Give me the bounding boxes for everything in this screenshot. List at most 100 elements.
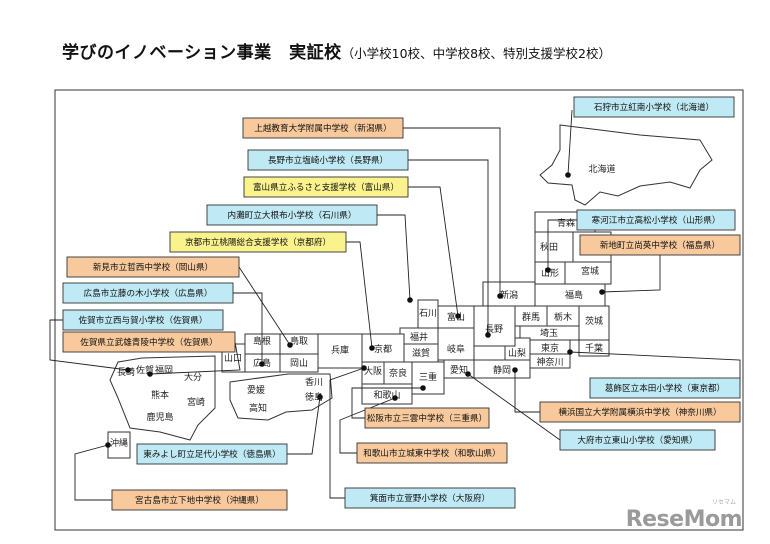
school-box-junior_high — [579, 234, 741, 256]
school-name: 松阪市立三雲中学校（三重県） — [367, 412, 487, 424]
region-chiba — [578, 339, 610, 357]
school-callout-kyoto: 京都市立桃陽総合支援学校（京都府） — [169, 231, 347, 253]
school-box-elementary — [247, 149, 409, 171]
school-box-special_support — [243, 176, 409, 198]
prefecture-label-hokkaido: 北海道 — [588, 163, 615, 175]
school-box-elementary — [206, 204, 378, 226]
prefecture-label-shizuoka: 静岡 — [493, 364, 511, 376]
prefecture-label-nagasaki: 長崎 — [117, 366, 135, 378]
school-marker-katsushika — [567, 349, 573, 355]
school-name: 長野市立塩崎小学校（長野県） — [268, 154, 388, 166]
prefecture-label-okinawa: 沖縄 — [110, 437, 128, 449]
prefecture-label-miyazaki: 宮崎 — [187, 396, 205, 408]
school-box-elementary — [62, 309, 224, 331]
school-name: 京都市立桃陽総合支援学校（京都府） — [185, 236, 331, 248]
school-marker-toyama — [455, 313, 461, 319]
school-marker-hiroshima — [259, 361, 265, 367]
school-name: 新地町立尚英中学校（福島県） — [600, 239, 720, 251]
school-name: 上越教育大学附属中学校（新潟県） — [254, 122, 392, 134]
prefecture-label-kagoshima: 鹿児島 — [146, 411, 173, 423]
school-marker-sagaelem — [125, 367, 131, 373]
prefecture-label-miyagi: 宮城 — [581, 265, 599, 277]
prefecture-label-ehime: 愛媛 — [247, 384, 265, 396]
prefecture-label-nara: 奈良 — [389, 367, 407, 379]
school-name: 箕面市立萱野小学校（大阪府） — [370, 492, 490, 504]
prefecture-label-tokyo: 東京 — [541, 342, 559, 354]
school-marker-joetsu — [497, 293, 503, 299]
callout-line-shinchi — [601, 255, 661, 293]
school-callout-wakayama: 和歌山市立城東中学校（和歌山県） — [356, 442, 508, 464]
school-name: 宮古島市立下地中学校（沖縄県） — [135, 494, 264, 506]
prefecture-label-hyogo: 兵庫 — [331, 344, 349, 356]
callout-line-nagano — [408, 159, 489, 335]
prefecture-label-kyoto: 京都 — [374, 343, 392, 355]
school-callout-toyama: 富山県立ふるさと支援学校（富山県） — [243, 176, 409, 198]
school-box-elementary — [344, 487, 516, 509]
school-box-junior_high — [539, 401, 741, 423]
school-name: 新見市立哲西中学校（岡山県） — [93, 261, 213, 273]
school-callout-joetsu: 上越教育大学附属中学校（新潟県） — [242, 117, 404, 139]
prefecture-label-osaka: 大阪 — [364, 365, 382, 377]
prefecture-label-ishikawa: 石川 — [419, 309, 437, 319]
school-name: 葛飾区立本田小学校（東京都） — [605, 382, 725, 394]
school-box-junior_high — [66, 256, 240, 278]
region-mie — [411, 361, 445, 395]
prefecture-label-kochi: 高知 — [249, 402, 267, 414]
prefecture-label-gunma: 群馬 — [522, 311, 540, 323]
prefecture-label-aichi: 愛知 — [450, 364, 468, 376]
callout-line-matsusaka — [351, 387, 423, 419]
school-marker-obu — [465, 371, 471, 377]
school-callout-higashimiyoshi: 東みよし町立足代小学校（徳島県） — [136, 443, 288, 465]
title-subtitle: （小学校10校、中学校8校、特別支援学校2校） — [341, 46, 611, 61]
resemom-logo: ReseMom — [625, 507, 743, 532]
prefecture-label-tokushima: 徳島 — [305, 391, 323, 403]
region-okayama — [279, 353, 319, 373]
callout-line-ishikari — [567, 109, 573, 176]
school-box-junior_high — [356, 442, 508, 464]
callout-line-miyakojima — [74, 444, 112, 501]
school-name: 佐賀県立武雄青陵中学校（佐賀県） — [80, 336, 218, 348]
school-marker-uchinada — [407, 297, 413, 303]
prefecture-label-fukui: 福井 — [410, 331, 428, 343]
school-callout-matsusaka: 松阪市立三雲中学校（三重県） — [364, 407, 490, 429]
callout-line-toyama — [408, 186, 459, 317]
callout-line-uchinada — [377, 214, 411, 301]
prefecture-label-tochigi: 栃木 — [554, 311, 572, 323]
school-callout-miyakojima: 宮古島市立下地中学校（沖縄県） — [111, 489, 288, 511]
prefecture-label-tottori: 鳥取 — [290, 335, 308, 347]
region-hokkaido — [539, 124, 713, 206]
school-name: 内灘町立大根布小学校（石川県） — [228, 209, 357, 221]
school-name: 横浜国立大学附属横浜中学校（神奈川県） — [558, 406, 721, 418]
school-callout-ishikari: 石狩市立紅南小学校（北海道） — [573, 96, 735, 118]
school-callout-sagaelem: 佐賀市立西与賀小学校（佐賀県） — [62, 309, 224, 331]
prefecture-label-mie: 三重 — [419, 371, 437, 383]
school-marker-sagae — [545, 267, 551, 273]
school-box-junior_high — [62, 331, 236, 353]
school-callout-obu: 大府市立東山小学校（愛知県） — [559, 429, 716, 451]
school-marker-wakayama — [392, 395, 398, 401]
school-callout-uchinada: 内灘町立大根布小学校（石川県） — [206, 204, 378, 226]
school-name: 和歌山市立城東中学校（和歌山県） — [363, 447, 501, 459]
region-ibaraki — [578, 305, 610, 341]
callout-line-kyoto — [346, 241, 373, 349]
prefecture-label-saitama: 埼玉 — [540, 327, 558, 339]
school-name: 寒河江市立高松小学校（山形県） — [592, 214, 721, 226]
prefecture-label-shiga: 滋賀 — [412, 347, 430, 359]
prefecture-label-kagawa: 香川 — [305, 377, 323, 388]
callout-line-obu — [467, 373, 561, 441]
region-kyoto — [361, 333, 405, 363]
school-box-elementary — [573, 96, 735, 118]
school-marker-niimi — [287, 342, 293, 348]
prefecture-label-aomori: 青森 — [557, 217, 575, 229]
prefecture-label-kumamoto: 熊本 — [151, 389, 169, 401]
school-box-elementary — [576, 209, 736, 231]
school-marker-miyakojima — [105, 442, 111, 448]
school-marker-ishikari — [565, 172, 571, 178]
region-gifu — [437, 327, 475, 361]
callout-lines — [49, 109, 741, 501]
region-niigata — [482, 281, 536, 307]
prefecture-label-nagano: 長野 — [485, 324, 503, 335]
map-outlines — [107, 124, 713, 459]
school-callout-hiroshima: 広島市立藤の木小学校（広島県） — [62, 282, 234, 304]
region-hyogo — [317, 333, 363, 369]
